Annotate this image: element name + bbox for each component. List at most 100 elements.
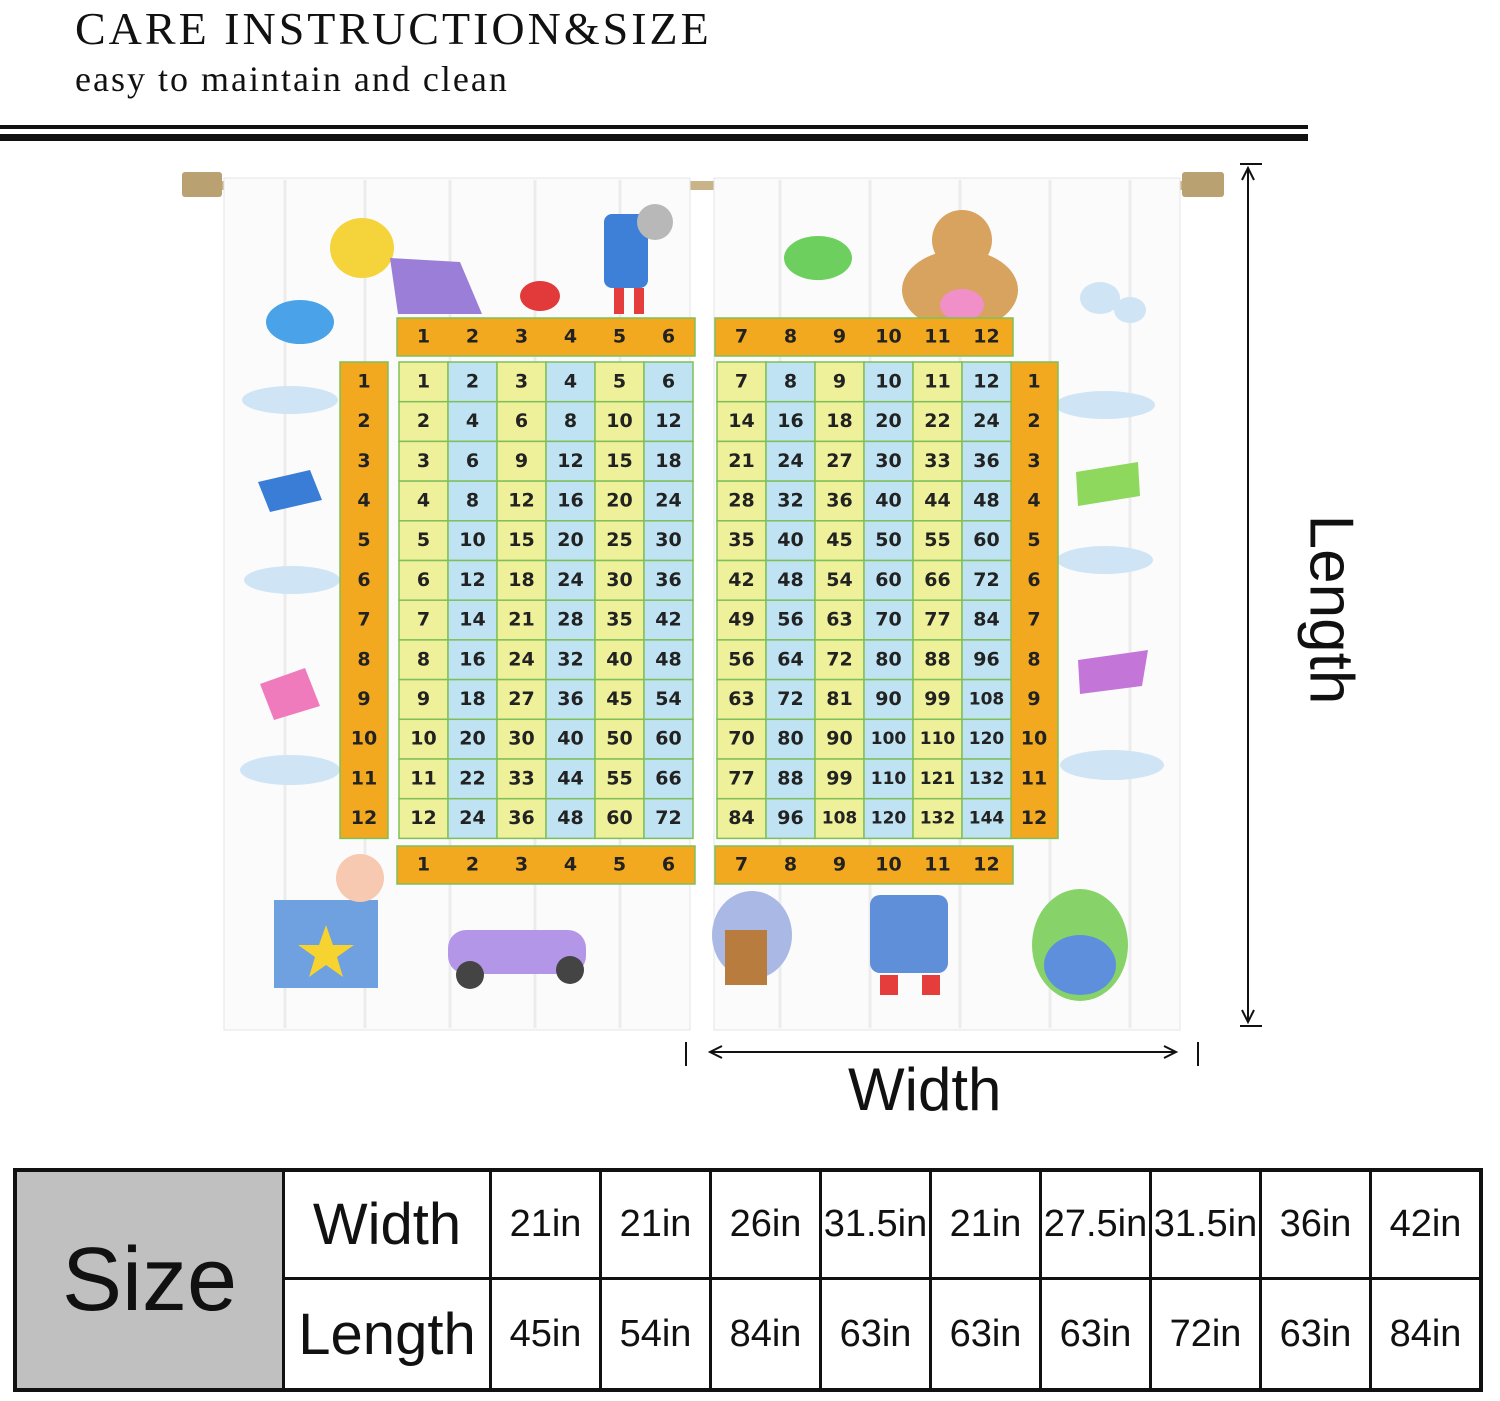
row-header-number: 9	[357, 688, 370, 710]
column-header-number: 2	[466, 326, 479, 348]
table-cell-value: 99	[924, 688, 950, 710]
table-cell-value: 36	[508, 807, 534, 829]
width-label: Width	[848, 1056, 1002, 1123]
row-header-number: 12	[1021, 807, 1047, 829]
table-cell	[814, 599, 865, 641]
table-cell	[765, 797, 816, 840]
table-cell	[814, 718, 865, 760]
table-cell	[765, 480, 816, 522]
row-header-number: 6	[357, 569, 370, 591]
table-cell-value: 3	[515, 370, 528, 392]
page-subtitle: easy to maintain and clean	[75, 59, 509, 99]
column-header-number: 9	[833, 854, 846, 876]
column-header-number: 5	[613, 326, 626, 348]
row-header-number: 2	[357, 410, 370, 432]
column-header-number: 3	[515, 854, 528, 876]
length-value: 84in	[1369, 1277, 1483, 1392]
table-cell-value: 16	[459, 648, 485, 670]
table-cell-value: 30	[606, 569, 632, 591]
width-value: 36in	[1259, 1168, 1372, 1280]
table-cell	[594, 678, 645, 721]
table-cell-value: 36	[655, 569, 681, 591]
table-cell-value: 24	[973, 410, 999, 432]
length-value: 45in	[489, 1277, 602, 1392]
table-cell	[398, 599, 449, 641]
table-cell-value: 5	[613, 370, 626, 392]
table-cell	[643, 480, 694, 522]
width-row-label: Width	[282, 1168, 492, 1280]
row-header-number: 2	[1027, 410, 1040, 432]
table-cell	[961, 520, 1012, 562]
table-cell	[643, 520, 694, 562]
table-cell-value: 64	[777, 648, 803, 670]
row-header-number: 10	[1021, 728, 1047, 750]
row-header-number: 8	[1027, 648, 1040, 670]
row-header-number: 6	[1027, 569, 1040, 591]
row-header-number: 4	[357, 489, 370, 511]
rod-bracket-right	[1182, 172, 1224, 197]
table-cell-value: 24	[777, 450, 803, 472]
table-cell	[716, 678, 767, 721]
table-cell	[765, 520, 816, 562]
table-cell-value: 30	[875, 450, 901, 472]
table-cell-value: 7	[417, 609, 430, 631]
table-cell-value: 108	[822, 809, 858, 829]
table-cell	[496, 361, 547, 403]
table-cell-value: 8	[466, 489, 479, 511]
table-cell	[716, 480, 767, 522]
table-cell-value: 4	[564, 370, 577, 392]
table-cell-value: 9	[515, 450, 528, 472]
table-cell	[961, 678, 1012, 721]
table-cell-value: 35	[606, 609, 632, 631]
table-cell-value: 30	[508, 728, 534, 750]
header-bar	[396, 317, 696, 357]
table-cell	[814, 639, 865, 681]
table-cell-value: 84	[973, 609, 999, 631]
table-cell	[912, 440, 963, 482]
table-cell	[863, 639, 914, 681]
column-header-number: 7	[735, 326, 748, 348]
row-header-number: 7	[1027, 609, 1040, 631]
table-cell-value: 80	[875, 648, 901, 670]
table-cell-value: 42	[728, 569, 754, 591]
column-header-number: 4	[564, 326, 577, 348]
table-cell-value: 66	[655, 767, 681, 789]
toy-illustrations-bottom	[274, 854, 1128, 1001]
table-cell	[594, 639, 645, 681]
table-cell-value: 81	[826, 688, 852, 710]
side-bar-right	[1009, 361, 1059, 840]
width-value: 21in	[599, 1168, 712, 1280]
table-cell-value: 24	[508, 648, 534, 670]
table-cell-value: 18	[459, 688, 485, 710]
table-cell-value: 20	[557, 529, 583, 551]
column-header-number: 4	[564, 854, 577, 876]
header-bar	[714, 845, 1014, 885]
table-cell-value: 10	[410, 728, 436, 750]
table-cell-value: 11	[924, 370, 950, 392]
blue-cube-icon	[258, 470, 322, 512]
table-cell-value: 9	[833, 370, 846, 392]
table-cell	[961, 797, 1012, 840]
table-cell	[594, 559, 645, 601]
column-header-number: 10	[875, 854, 901, 876]
table-cell	[447, 797, 498, 840]
rod-bracket-left	[182, 172, 222, 197]
width-value: 21in	[929, 1168, 1042, 1280]
row-header-number: 8	[357, 648, 370, 670]
table-cell-value: 144	[969, 809, 1005, 829]
table-cell-value: 12	[557, 450, 583, 472]
table-cell-value: 48	[973, 489, 999, 511]
width-value: 26in	[709, 1168, 822, 1280]
table-cell	[912, 400, 963, 443]
length-value: 54in	[599, 1277, 712, 1392]
table-cell	[863, 678, 914, 721]
table-cell-value: 12	[410, 807, 436, 829]
table-cell-value: 15	[508, 529, 534, 551]
table-cell	[496, 480, 547, 522]
table-cell-value: 28	[728, 489, 754, 511]
table-cell-value: 16	[557, 489, 583, 511]
table-cell-value: 5	[417, 529, 430, 551]
cloud-decorations	[240, 282, 1164, 884]
column-header-number: 3	[515, 326, 528, 348]
